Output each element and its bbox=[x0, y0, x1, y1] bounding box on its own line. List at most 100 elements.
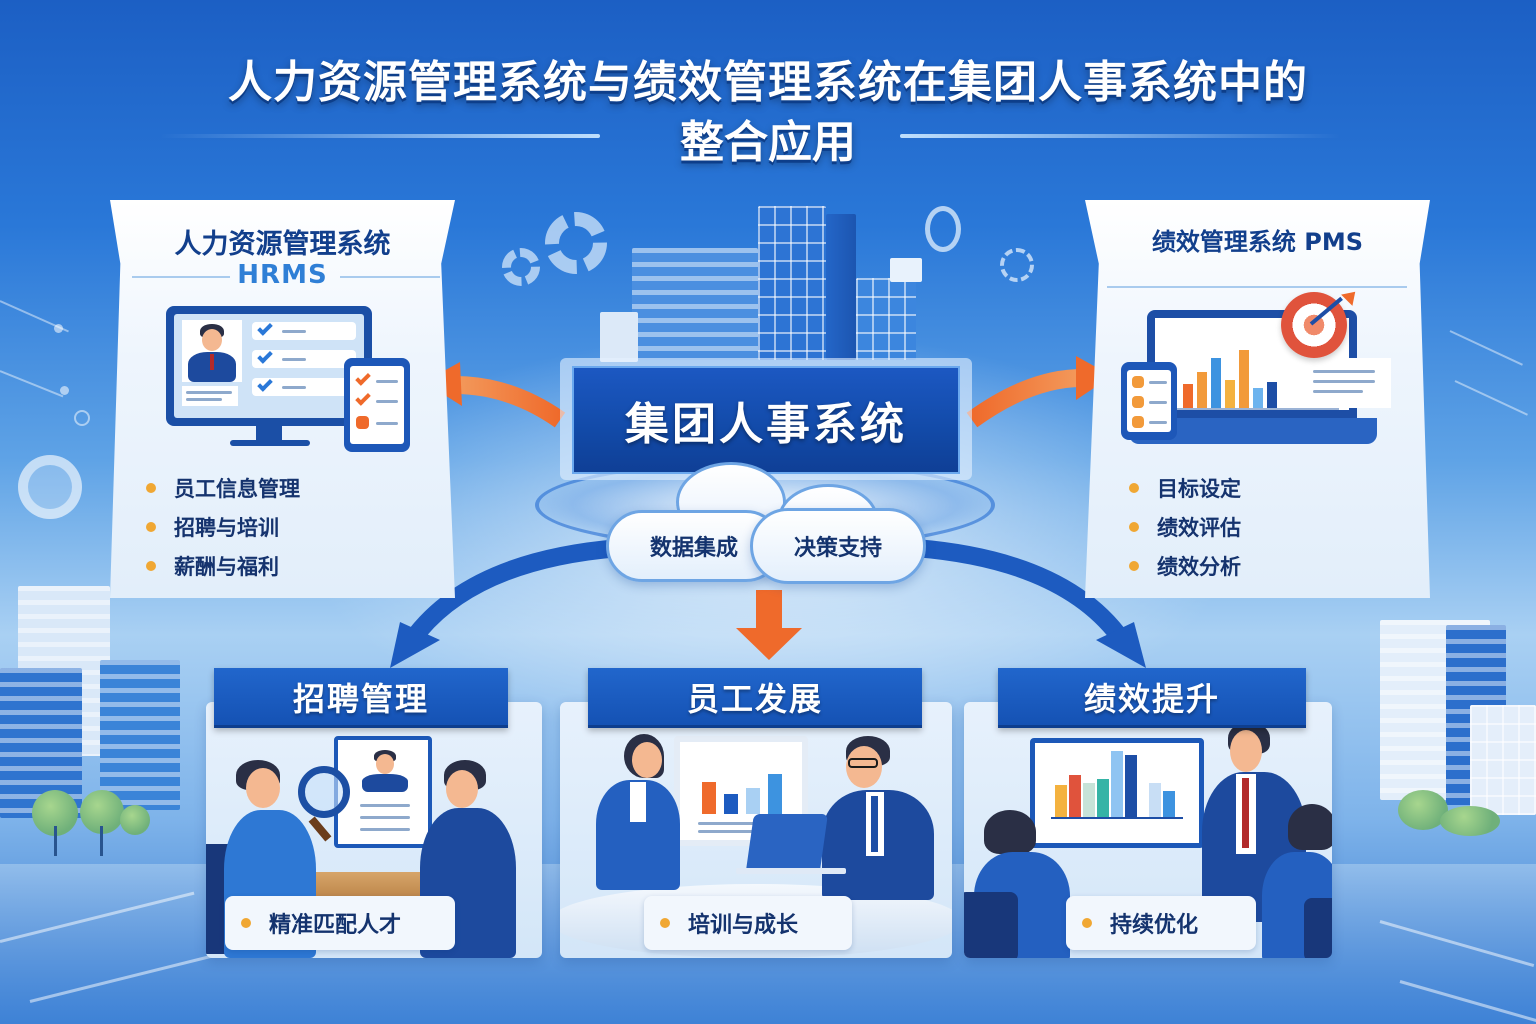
checklist-item bbox=[252, 348, 356, 368]
bullet-icon bbox=[146, 482, 156, 493]
building bbox=[856, 278, 916, 360]
analyst-tie bbox=[871, 796, 878, 852]
employee-profile-icon bbox=[182, 320, 242, 382]
compass-icon bbox=[1000, 248, 1034, 282]
list-item: 薪酬与福利 bbox=[146, 546, 300, 585]
list-item-label: 招聘与培训 bbox=[174, 515, 279, 540]
magnifier-handle bbox=[308, 816, 332, 842]
caption-label: 持续优化 bbox=[1110, 913, 1199, 938]
speaker-tie bbox=[1242, 778, 1249, 848]
building bbox=[632, 248, 758, 360]
building bbox=[758, 206, 826, 360]
glasses-icon bbox=[848, 758, 878, 768]
page-title-line1: 人力资源管理系统与绩效管理系统在集团人事系统中的 bbox=[228, 57, 1308, 108]
presenter-shirt bbox=[630, 782, 646, 822]
performance-section bbox=[964, 702, 1332, 958]
building bbox=[100, 660, 180, 810]
divider bbox=[1107, 286, 1407, 288]
list-item-label: 目标设定 bbox=[1157, 476, 1241, 501]
building bbox=[0, 668, 82, 818]
task-list-icon bbox=[1121, 362, 1177, 440]
tree-trunk bbox=[100, 826, 103, 856]
laptop-icon bbox=[746, 814, 828, 870]
candidate-avatar bbox=[446, 770, 478, 808]
title-rule-left bbox=[160, 134, 600, 138]
attendee-hair bbox=[984, 810, 1036, 854]
chair bbox=[964, 892, 1018, 958]
interviewer-avatar bbox=[246, 768, 280, 808]
tree-trunk bbox=[54, 826, 57, 856]
bullet-icon bbox=[1129, 482, 1139, 493]
decision-support-cloud: 决策支持 bbox=[750, 508, 926, 584]
deco-dot bbox=[60, 386, 69, 395]
checklist-item bbox=[252, 376, 356, 396]
laptop-base bbox=[736, 868, 846, 874]
list-item: 招聘与培训 bbox=[146, 507, 300, 546]
recruitment-caption: 精准匹配人才 bbox=[225, 896, 455, 950]
bullet-icon bbox=[1129, 560, 1139, 571]
page-title-line2: 整合应用 bbox=[680, 117, 856, 168]
list-item-label: 绩效评估 bbox=[1157, 515, 1241, 540]
list-item: 绩效分析 bbox=[1129, 546, 1241, 585]
divider bbox=[340, 276, 440, 278]
divider bbox=[132, 276, 230, 278]
development-caption: 培训与成长 bbox=[644, 896, 852, 950]
deco-ring bbox=[74, 410, 90, 426]
list-item: 目标设定 bbox=[1129, 468, 1241, 507]
hrms-title: 人力资源管理系统 bbox=[174, 229, 391, 260]
bullet-icon bbox=[241, 918, 251, 928]
gear-icon bbox=[502, 248, 540, 286]
list-item-label: 员工信息管理 bbox=[174, 476, 300, 501]
bullet-icon bbox=[1082, 918, 1092, 928]
clock-icon bbox=[18, 455, 82, 519]
monitor-stand bbox=[256, 426, 282, 440]
building bbox=[1470, 705, 1536, 815]
list-item: 绩效评估 bbox=[1129, 507, 1241, 546]
title-rule-right bbox=[900, 134, 1340, 138]
list-item-label: 绩效分析 bbox=[1157, 554, 1241, 579]
clipboard-icon bbox=[344, 358, 410, 452]
speaker-avatar bbox=[1230, 730, 1262, 772]
blue-arrow-down-right-icon bbox=[914, 539, 1146, 668]
blue-arrow-down-left-icon bbox=[390, 539, 621, 668]
performance-caption: 持续优化 bbox=[1066, 896, 1256, 950]
monitor-icon bbox=[166, 306, 372, 426]
hrms-subtitle: HRMS bbox=[237, 260, 328, 290]
performance-header: 绩效提升 bbox=[998, 668, 1306, 728]
caption-label: 培训与成长 bbox=[688, 913, 799, 938]
building-top bbox=[890, 258, 922, 282]
tree bbox=[120, 805, 150, 835]
dart-fletch-icon bbox=[1341, 286, 1361, 306]
tree bbox=[1398, 790, 1448, 830]
brain-network-icon bbox=[925, 206, 961, 252]
pms-panel: 绩效管理系统 PMS 目标设定 绩效评估 绩效分析 bbox=[1085, 200, 1430, 598]
hrms-panel: 人力资源管理系统 HRMS 员工信息管理 bbox=[110, 200, 455, 598]
magnifier-icon bbox=[298, 766, 350, 818]
building bbox=[826, 214, 856, 360]
bullet-icon bbox=[146, 560, 156, 571]
tree bbox=[1440, 806, 1500, 836]
chair bbox=[1304, 898, 1332, 958]
monitor-base bbox=[230, 440, 310, 446]
attendee-hair bbox=[1288, 804, 1332, 850]
list-item: 员工信息管理 bbox=[146, 468, 300, 507]
bullet-icon bbox=[1129, 521, 1139, 532]
performance-chart-icon bbox=[1030, 738, 1204, 848]
caption-label: 精准匹配人才 bbox=[269, 913, 402, 938]
recruitment-header: 招聘管理 bbox=[214, 668, 508, 728]
development-header: 员工发展 bbox=[588, 668, 922, 728]
group-hr-system-hub: 集团人事系统 bbox=[572, 366, 960, 474]
list-item-label: 薪酬与福利 bbox=[174, 554, 279, 579]
bullet-icon bbox=[146, 521, 156, 532]
presenter-avatar bbox=[632, 742, 662, 778]
orange-arrow-down-icon bbox=[736, 590, 802, 660]
deco-dot bbox=[54, 324, 63, 333]
hrms-feature-list: 员工信息管理 招聘与培训 薪酬与福利 bbox=[146, 468, 300, 585]
document-icon bbox=[1305, 358, 1391, 408]
pms-title: 绩效管理系统 PMS bbox=[1151, 228, 1364, 256]
bullet-icon bbox=[660, 918, 670, 928]
checklist-item bbox=[252, 320, 356, 340]
pms-feature-list: 目标设定 绩效评估 绩效分析 bbox=[1129, 468, 1241, 585]
orange-arrow-right-icon bbox=[966, 356, 1112, 428]
building bbox=[600, 312, 638, 362]
